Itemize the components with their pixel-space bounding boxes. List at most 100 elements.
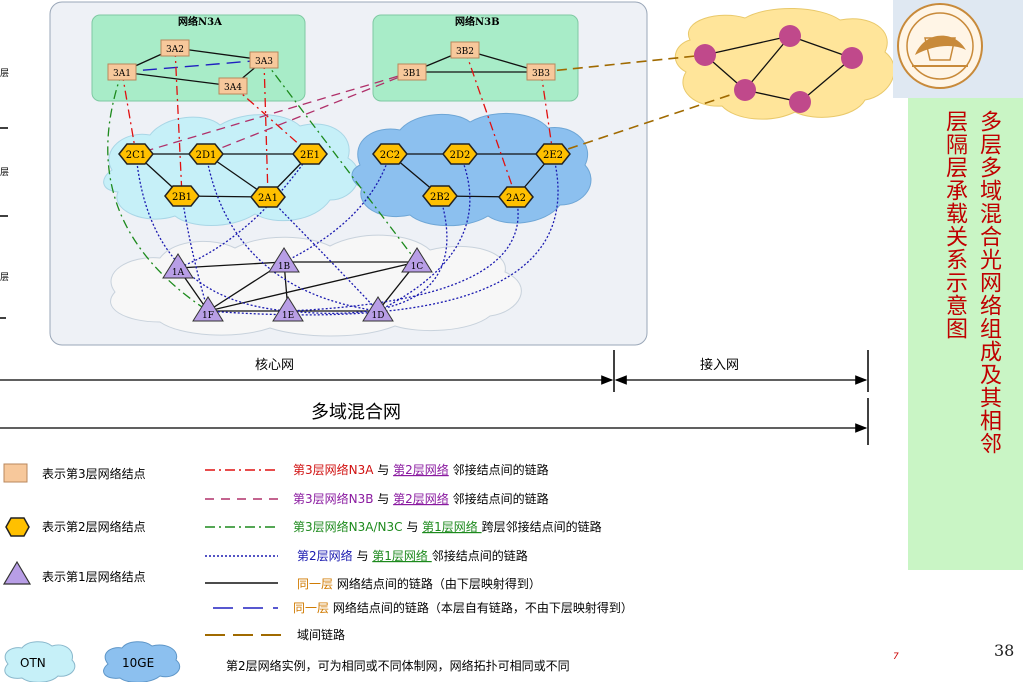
own-layer-link xyxy=(121,59,265,73)
layer2-layer1-link xyxy=(287,196,519,312)
n3b-layer2-link xyxy=(135,71,413,155)
legend-link-part: 第3层网络N3A/N3C xyxy=(293,519,403,534)
cross-layer-link xyxy=(107,71,209,312)
layer3-node xyxy=(526,63,556,81)
layer3-node-label: 3A4 xyxy=(224,83,242,93)
n3a-layer2-link xyxy=(263,59,269,198)
layer2-node xyxy=(164,185,200,207)
layer3-node-label: 3B3 xyxy=(532,69,550,79)
layer1-node xyxy=(362,296,394,322)
svg-text:第2层网络 与 第1层网络 邻接结点间的链路: 第2层网络 与 第1层网络 邻接结点间的链路 xyxy=(297,548,528,563)
legend-10ge-cloud xyxy=(103,641,181,682)
n3a-layer2-link xyxy=(232,85,311,155)
layer2-node xyxy=(292,143,328,165)
legend-node-label: 表示第1层网络结点 xyxy=(42,569,146,584)
svg-text:第3层网络N3A/N3C 与 第1层网络 跨层邻接结点间的链: 第3层网络N3A/N3C 与 第1层网络 跨层邻接结点间的链路 xyxy=(293,519,602,534)
legend-layer1-triangle xyxy=(2,560,32,585)
svg-text:第3层网络N3B 与 第2层网络 邻接结点间的链路: 第3层网络N3B 与 第2层网络 邻接结点间的链路 xyxy=(293,491,549,506)
access-node xyxy=(734,79,756,101)
legend-cloud-label: OTN xyxy=(20,656,46,670)
n3a-layer2-link xyxy=(121,71,137,155)
same-layer-link xyxy=(207,261,418,312)
layer1-node xyxy=(162,253,194,279)
access-node xyxy=(779,25,801,47)
legend-link-part: 网络结点间的链路（本层自有链路，不由下层映射得到） xyxy=(329,600,633,615)
layer2-cloud-right xyxy=(351,112,592,227)
access-network-label: 接入网 xyxy=(700,357,739,373)
layer1-node xyxy=(272,296,304,322)
same-layer-link xyxy=(121,71,234,87)
layer3-node-label: 3A2 xyxy=(166,45,184,55)
network-n3a-box xyxy=(91,14,306,102)
layer1-node-label: 1D xyxy=(372,311,385,321)
layer2-layer1-link xyxy=(207,153,559,316)
layer2-node xyxy=(250,186,286,208)
legend-link-part: 邻接结点间的链路 xyxy=(432,548,528,563)
layer2-layer1-link xyxy=(287,195,448,315)
legend-link-part: 第1层网络 xyxy=(422,519,481,534)
legend-node-label: 表示第2层网络结点 xyxy=(42,519,146,534)
layer3-node-label: 3A1 xyxy=(113,69,131,79)
layer2-node xyxy=(535,143,571,165)
access-node xyxy=(841,47,863,69)
legend-link-part: 第3层网络N3B xyxy=(293,491,373,506)
legend-link-part: 第2层网络 xyxy=(393,491,449,506)
side-title-line-1: 多层多域混合光网络组成及其相邻 xyxy=(976,110,1001,455)
legend-link-part: 同一层 xyxy=(297,577,333,591)
core-access-arrows: 核心网 接入网 多域混合网 xyxy=(0,350,869,445)
layer3-node xyxy=(160,39,190,57)
layer2-node-label: 2D2 xyxy=(450,150,471,161)
legend: 表示第3层网络结点 表示第2层网络结点 表示第1层网络结点 第3层网络N3A 与… xyxy=(2,462,633,682)
layer1-node-label: 1B xyxy=(278,262,291,272)
layer2-node-label: 2A2 xyxy=(506,193,526,204)
svg-text:域间链路: 域间链路 xyxy=(297,627,345,642)
layer2-node xyxy=(442,143,478,165)
layer2-layer1-link xyxy=(205,153,379,312)
layer2-node-label: 2B1 xyxy=(172,192,192,203)
access-node xyxy=(694,44,716,66)
legend-link-part: 第1层网络 xyxy=(372,548,431,563)
layer2-node-label: 2B2 xyxy=(430,192,450,203)
slide-mark: 7 xyxy=(893,652,899,662)
svg-text:同一层 网络结点间的链路（本层自有链路，不由下层映射得到）: 同一层 网络结点间的链路（本层自有链路，不由下层映射得到） xyxy=(293,600,633,615)
layer1-node xyxy=(268,247,300,273)
legend-link-part: 与 xyxy=(373,463,393,477)
layer3-node xyxy=(450,41,480,59)
layer2-node-label: 2C2 xyxy=(380,150,400,161)
legend-link-part: 同一层 xyxy=(293,601,329,615)
layer2-node xyxy=(372,143,408,165)
cross-layer-link xyxy=(263,59,418,263)
layer2-node-label: 2C1 xyxy=(126,150,146,161)
same-layer-link xyxy=(799,57,853,103)
layer1-node xyxy=(192,296,224,322)
legend-link-part: 邻接结点间的链路 xyxy=(449,491,549,506)
legend-cloud-label: 10GE xyxy=(122,656,154,670)
layer2-node-label: 2E2 xyxy=(543,150,563,161)
same-layer-link xyxy=(744,35,791,91)
layer1-node xyxy=(401,247,433,273)
layer1-node-label: 1F xyxy=(202,311,214,321)
n3b-layer2-link xyxy=(540,71,554,155)
legend-link-part: 第3层网络N3A xyxy=(293,462,374,477)
layer2-node xyxy=(422,185,458,207)
layer2-node-label: 2D1 xyxy=(196,150,217,161)
core-network-label: 核心网 xyxy=(255,358,294,373)
left-edge-ticks: 层 层 层 xyxy=(0,68,9,319)
inter-domain-link xyxy=(552,89,746,155)
legend-node-label: 表示第3层网络结点 xyxy=(42,466,146,481)
legend-link-part: 跨层邻接结点间的链路 xyxy=(482,519,602,534)
legend-link-part: 第2层网络 xyxy=(297,548,353,563)
layer2-node xyxy=(188,143,224,165)
layer3-node xyxy=(107,63,137,81)
legend-link-part: 网络结点间的链路（由下层映射得到） xyxy=(333,576,541,591)
layer2-layer1-link xyxy=(177,153,311,269)
layer1-node-label: 1A xyxy=(172,268,185,278)
layer3-node xyxy=(249,51,279,69)
svg-text:同一层 网络结点间的链路（由下层映射得到）: 同一层 网络结点间的链路（由下层映射得到） xyxy=(297,576,541,591)
n3b-layer2-link xyxy=(464,49,517,198)
layer2-layer1-link xyxy=(181,195,209,312)
n3b-layer2-link xyxy=(205,71,413,155)
legend-layer2-hexagon xyxy=(5,517,30,537)
access-network-cloud xyxy=(674,7,895,120)
